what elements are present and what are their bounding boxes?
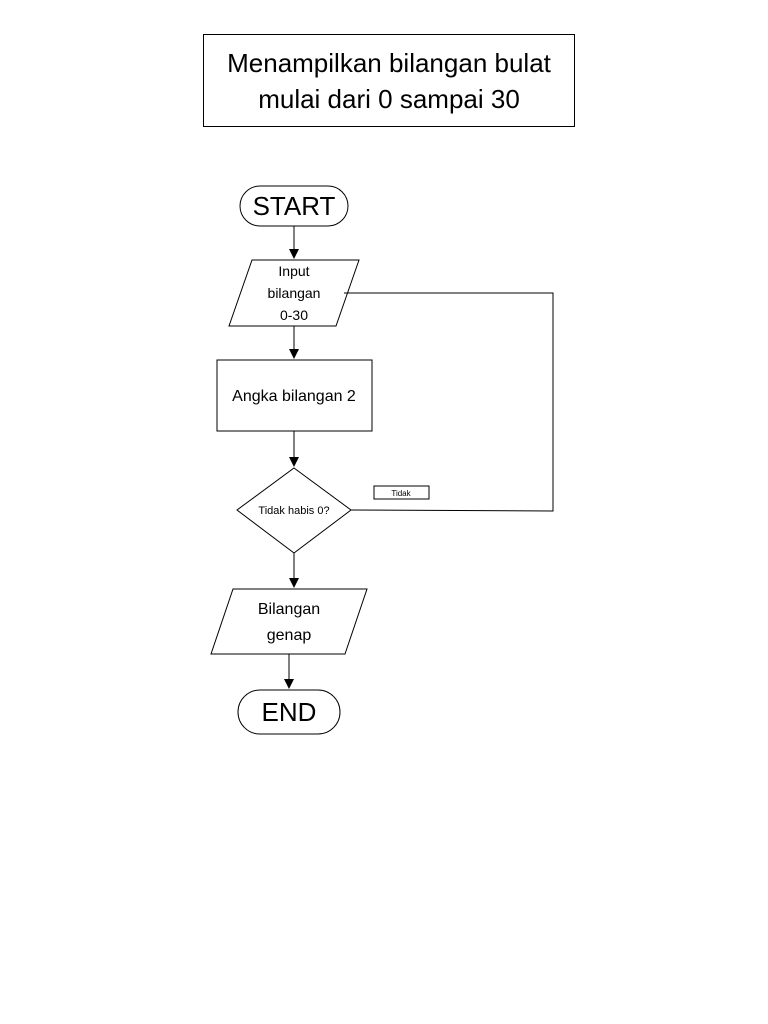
end-label: END <box>262 697 317 727</box>
output-label-line-1: Bilangan <box>258 601 320 618</box>
process-label: Angka bilangan 2 <box>232 388 356 405</box>
output-parallelogram: Bilangan genap <box>210 588 368 655</box>
input-label-line-2: bilangan <box>268 285 321 301</box>
decision-diamond: Tidak habis 0? <box>236 467 352 554</box>
loop-back-connector <box>344 292 554 512</box>
title-line-1: Menampilkan bilangan bulat <box>227 47 551 78</box>
start-terminator: START <box>239 185 349 227</box>
start-label: START <box>253 191 336 221</box>
end-terminator: END <box>237 689 341 735</box>
input-label-line-3: 0-30 <box>280 307 308 323</box>
decision-label: Tidak habis 0? <box>258 505 329 517</box>
output-label-line-2: genap <box>267 627 312 644</box>
loop-label: Tidak <box>391 489 411 498</box>
process-box: Angka bilangan 2 <box>216 359 373 432</box>
title-box: Menampilkan bilangan bulat mulai dari 0 … <box>203 34 575 127</box>
input-label-line-1: Input <box>278 263 309 279</box>
loop-label-box: Tidak <box>373 485 430 500</box>
input-parallelogram: Input bilangan 0-30 <box>228 259 360 327</box>
title-line-2: mulai dari 0 sampai 30 <box>258 83 520 114</box>
